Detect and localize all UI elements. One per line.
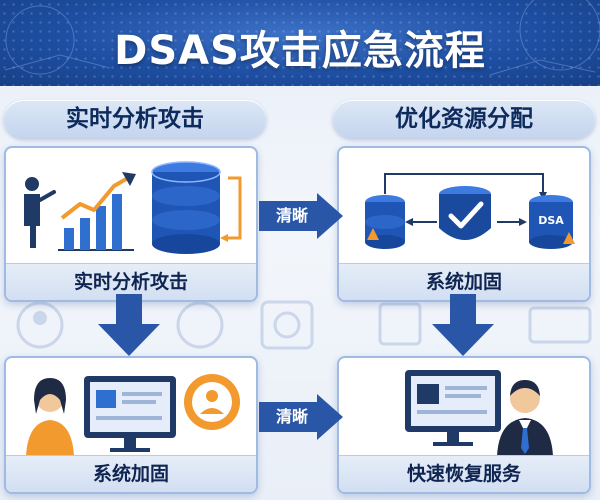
card-label: 系统加固: [339, 263, 589, 300]
arrow-right-icon: [259, 193, 343, 239]
arrow-label: 清晰: [275, 206, 308, 225]
background-icons: [16, 300, 592, 350]
database-left-icon: [365, 195, 405, 249]
analyst-person-icon: [24, 177, 56, 248]
column-header-analysis: 实时分析攻击: [4, 100, 266, 138]
card-fast-recovery: 快速恢复服务: [337, 356, 591, 494]
card-system-hardening-top: DSA 系统加固: [337, 146, 591, 302]
page-title: DSAS攻击应急流程: [114, 28, 486, 74]
orange-arrow-icon: [220, 234, 228, 242]
banner-pattern: [0, 0, 600, 86]
shield-check-icon: [439, 186, 491, 240]
svg-text:DSA: DSA: [538, 214, 564, 227]
arrow-top-clear: 清晰: [259, 193, 343, 239]
column-header-resources: 优化资源分配: [333, 100, 595, 138]
hardening-illustration: [26, 374, 240, 456]
card-label: 实时分析攻击: [6, 263, 256, 300]
database-icon: [151, 161, 221, 254]
card-label: 系统加固: [6, 455, 256, 492]
resource-allocation-illustration: DSA: [365, 173, 575, 249]
card-realtime-analysis: 实时分析攻击: [4, 146, 258, 302]
arrow-label: 清晰: [275, 407, 308, 426]
card-system-hardening-bottom: 系统加固: [4, 356, 258, 494]
map-decoration: [4, 0, 600, 76]
monitor-icon: [405, 370, 501, 446]
recovery-illustration: [405, 370, 553, 456]
title-banner: DSAS攻击应急流程: [0, 0, 600, 86]
database-right-icon: DSA: [529, 195, 575, 249]
user-gear-icon: [184, 374, 240, 430]
arrow-down-left-icon: [98, 294, 160, 356]
card-label: 快速恢复服务: [339, 455, 589, 492]
arrow-bottom-clear: 清晰: [259, 394, 343, 440]
rising-bar-chart-icon: [58, 172, 136, 251]
monitor-icon: [84, 376, 176, 452]
arrow-down-right-icon: [432, 294, 494, 356]
businessman-icon: [497, 380, 553, 456]
arrow-right-icon: [259, 394, 343, 440]
woman-person-icon: [26, 378, 74, 456]
analysis-illustration: [24, 161, 242, 254]
